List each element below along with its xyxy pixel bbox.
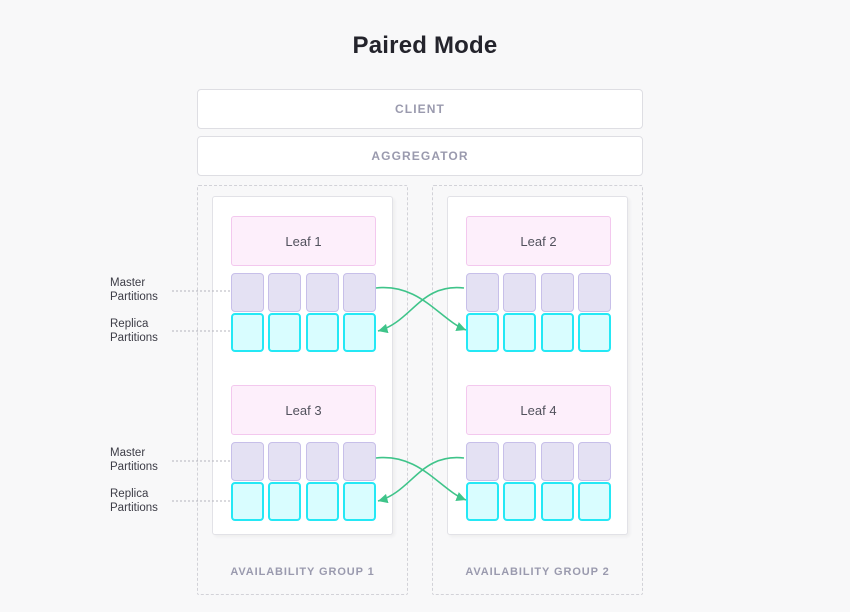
leaf-card-group-2: Leaf 2 Leaf 4 [447,196,628,535]
leaf-2-replica-partition-2 [503,313,537,352]
availability-group-1: AVAILABILITY GROUP 1 [197,185,408,595]
leaf-4-master-partition-1 [466,442,499,481]
leaf-4-label: Leaf 4 [520,402,557,418]
leaf-2-master-partition-row [466,273,611,312]
leaf-2-master-partition-3 [540,273,574,312]
leaf-2-label: Leaf 2 [520,233,557,249]
aggregator-box: AGGREGATOR [197,136,643,176]
aggregator-label: AGGREGATOR [371,149,469,163]
availability-group-2-label: AVAILABILITY GROUP 2 [465,566,610,578]
leaf-3-replica-partition-1 [231,482,264,521]
leaf-box-leaf-2: Leaf 2 [466,216,611,266]
annotation-replica-line-2: Partitions [110,332,158,344]
annotation-replica-line-1: Replica [110,318,149,330]
annotation-replica-partitions-top: Replica Partitions [110,317,182,345]
leaf-4-replica-partition-3 [540,482,574,521]
annotation-master-line-2: Partitions [110,461,158,473]
client-box: CLIENT [197,89,643,129]
leaf-1-master-partition-3 [305,273,339,312]
leaf-2-master-partition-2 [503,273,537,312]
leaf-3-replica-partition-4 [342,482,376,521]
leaf-4-master-partition-2 [503,442,537,481]
annotation-replica-line-2: Partitions [110,502,158,514]
leaf-2-replica-partition-4 [577,313,611,352]
leaf-3-replica-partition-3 [305,482,339,521]
leaf-3-master-partition-3 [305,442,339,481]
leaf-4-master-partition-4 [577,442,611,481]
leaf-2-replica-partition-1 [466,313,499,352]
leaf-3-replica-partition-2 [268,482,302,521]
leaf-3-label: Leaf 3 [285,402,322,418]
leaf-3-replica-partition-row [231,482,376,521]
leaf-4-master-partition-3 [540,442,574,481]
leaf-4-replica-partition-2 [503,482,537,521]
leaf-1-replica-partition-4 [342,313,376,352]
leaf-2-replica-partition-3 [540,313,574,352]
leaf-1-label: Leaf 1 [285,233,322,249]
client-label: CLIENT [395,102,445,116]
leaf-box-leaf-1: Leaf 1 [231,216,376,266]
leaf-1-replica-partition-2 [268,313,302,352]
leaf-1-replica-partition-row [231,313,376,352]
leaf-1-master-partition-1 [231,273,264,312]
leaf-3-master-partition-1 [231,442,264,481]
leaf-1-replica-partition-3 [305,313,339,352]
leaf-1-replica-partition-1 [231,313,264,352]
leaf-3-master-partition-4 [342,442,376,481]
annotation-master-line-1: Master [110,277,146,289]
leaf-card-group-1: Leaf 1 Leaf 3 [212,196,393,535]
annotation-master-line-2: Partitions [110,291,158,303]
leaf-3-master-partition-2 [268,442,302,481]
leaf-1-master-partition-2 [268,273,302,312]
leaf-4-master-partition-row [466,442,611,481]
leaf-3-master-partition-row [231,442,376,481]
page-title: Paired Mode [352,32,498,59]
leaf-4-replica-partition-4 [577,482,611,521]
leaf-2-replica-partition-row [466,313,611,352]
leaf-1-master-partition-4 [342,273,376,312]
leaf-box-leaf-3: Leaf 3 [231,385,376,435]
leaf-4-replica-partition-row [466,482,611,521]
annotation-replica-partitions-bottom: Replica Partitions [110,487,182,515]
annotation-master-line-1: Master [110,447,146,459]
leaf-2-master-partition-4 [577,273,611,312]
annotation-master-partitions-bottom: Master Partitions [110,446,182,474]
availability-group-2: AVAILABILITY GROUP 2 [432,185,643,595]
leaf-1-master-partition-row [231,273,376,312]
annotation-replica-line-1: Replica [110,488,149,500]
availability-group-1-label: AVAILABILITY GROUP 1 [230,566,375,578]
leaf-4-replica-partition-1 [466,482,499,521]
leaf-box-leaf-4: Leaf 4 [466,385,611,435]
leaf-2-master-partition-1 [466,273,499,312]
annotation-master-partitions-top: Master Partitions [110,276,182,304]
